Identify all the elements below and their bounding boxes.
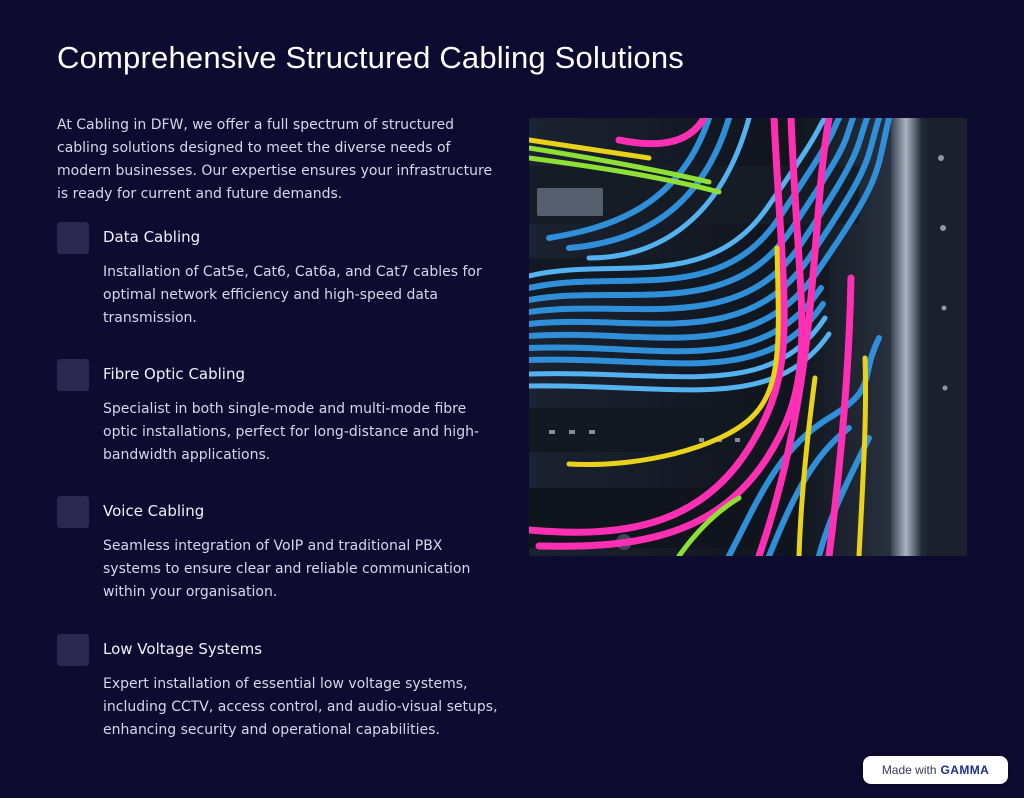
service-title: Low Voltage Systems bbox=[103, 640, 263, 658]
service-description: Seamless integration of VoIP and traditi… bbox=[103, 538, 471, 600]
intro-paragraph: At Cabling in DFW, we offer a full spect… bbox=[57, 117, 493, 202]
page-title: Comprehensive Structured Cabling Solutio… bbox=[57, 40, 685, 75]
made-with-gamma-badge[interactable]: Made with GAMMA bbox=[863, 756, 1008, 784]
service-icon-placeholder bbox=[57, 359, 89, 391]
service-title: Fibre Optic Cabling bbox=[103, 365, 246, 383]
service-icon-placeholder bbox=[57, 634, 89, 666]
service-description: Specialist in both single-mode and multi… bbox=[103, 401, 480, 463]
service-icon-placeholder bbox=[57, 222, 89, 254]
service-title: Data Cabling bbox=[103, 228, 201, 246]
service-description: Installation of Cat5e, Cat6, Cat6a, and … bbox=[103, 264, 482, 326]
gamma-logo: GAMMA bbox=[940, 763, 990, 777]
service-icon-placeholder bbox=[57, 496, 89, 528]
service-title: Voice Cabling bbox=[103, 502, 205, 520]
network-cables-photo bbox=[529, 118, 967, 556]
made-with-label: Made with bbox=[881, 763, 937, 777]
service-description: Expert installation of essential low vol… bbox=[103, 676, 498, 738]
